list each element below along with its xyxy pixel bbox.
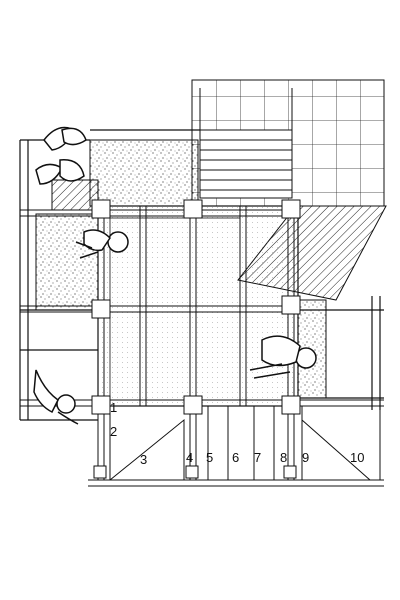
- label-5: 5: [206, 450, 213, 465]
- label-3: 3: [140, 452, 147, 467]
- label-10: 10: [350, 450, 364, 465]
- label-1: 1: [110, 400, 117, 415]
- label-2: 2: [110, 424, 117, 439]
- column-markers: [91, 199, 301, 479]
- label-4: 4: [186, 450, 193, 465]
- outer-walls: [19, 129, 384, 421]
- label-7: 7: [254, 450, 261, 465]
- label-6: 6: [232, 450, 239, 465]
- section-labels: 1 2 3 4 5 6 7 8 9 10: [110, 400, 364, 467]
- person-standing: [33, 369, 79, 425]
- bottom-section: [88, 406, 384, 487]
- label-9: 9: [302, 450, 309, 465]
- person-seated-lounging: [249, 335, 317, 379]
- label-8: 8: [280, 450, 287, 465]
- stair-top: [199, 88, 293, 199]
- potted-palm-plant: [35, 126, 87, 185]
- person-seated-reading: [75, 229, 129, 259]
